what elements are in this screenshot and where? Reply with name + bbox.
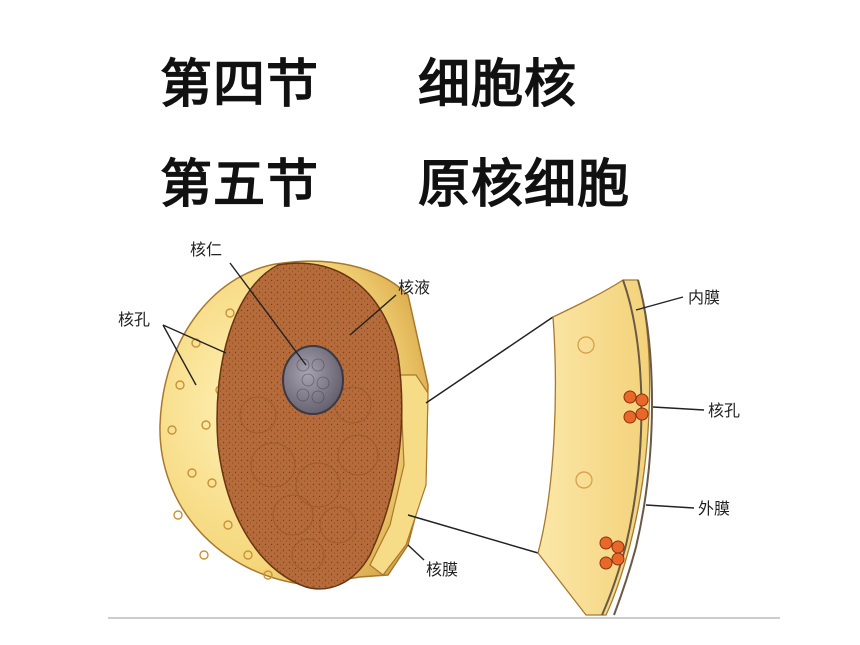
label-inner-membrane: 内膜 xyxy=(688,288,720,307)
leader-pore-left-b xyxy=(162,324,197,386)
leader-envelope xyxy=(407,544,425,561)
nucleoplasm xyxy=(216,262,403,590)
label-nuclear-envelope: 核膜 xyxy=(426,560,458,579)
envelope-cut-edge xyxy=(369,374,429,576)
nucleus-diagram: 核仁 核液 核孔 核膜 内膜 核孔 外膜 xyxy=(108,240,780,619)
zoom-line-top xyxy=(425,316,554,404)
section-title: 原核细胞 xyxy=(418,155,631,215)
label-nuclear-pore-right: 核孔 xyxy=(708,401,740,420)
segment-pores xyxy=(575,336,595,489)
chromatin-texture xyxy=(239,386,379,572)
section-number: 第五节 xyxy=(160,155,320,215)
label-nuclear-pore-left: 核孔 xyxy=(118,310,150,329)
pore-complex-lower xyxy=(599,536,625,570)
zoom-line-bottom xyxy=(407,514,539,554)
leader-nucleoplasm xyxy=(349,294,397,336)
leader-inner-membrane xyxy=(635,296,684,311)
section-title: 细胞核 xyxy=(418,55,578,115)
label-nucleoplasm: 核液 xyxy=(398,278,430,297)
label-outer-membrane: 外膜 xyxy=(698,499,730,518)
nucleolus-texture xyxy=(296,358,330,404)
label-nucleolus: 核仁 xyxy=(190,240,222,259)
inner-membrane-line xyxy=(613,279,653,616)
leader-nucleolus xyxy=(229,262,307,366)
outer-membrane-line xyxy=(601,279,643,616)
heading-section-4: 第四节 细胞核 xyxy=(160,42,577,117)
leader-pore-left-a xyxy=(162,324,227,354)
nucleolus xyxy=(282,345,344,415)
pore-complex-upper xyxy=(623,390,649,424)
leader-pore-right xyxy=(652,406,705,411)
heading-section-5: 第五节 原核细胞 xyxy=(160,142,630,217)
section-number: 第四节 xyxy=(160,55,320,115)
leader-outer-membrane xyxy=(645,504,695,509)
envelope-segment xyxy=(537,279,651,616)
